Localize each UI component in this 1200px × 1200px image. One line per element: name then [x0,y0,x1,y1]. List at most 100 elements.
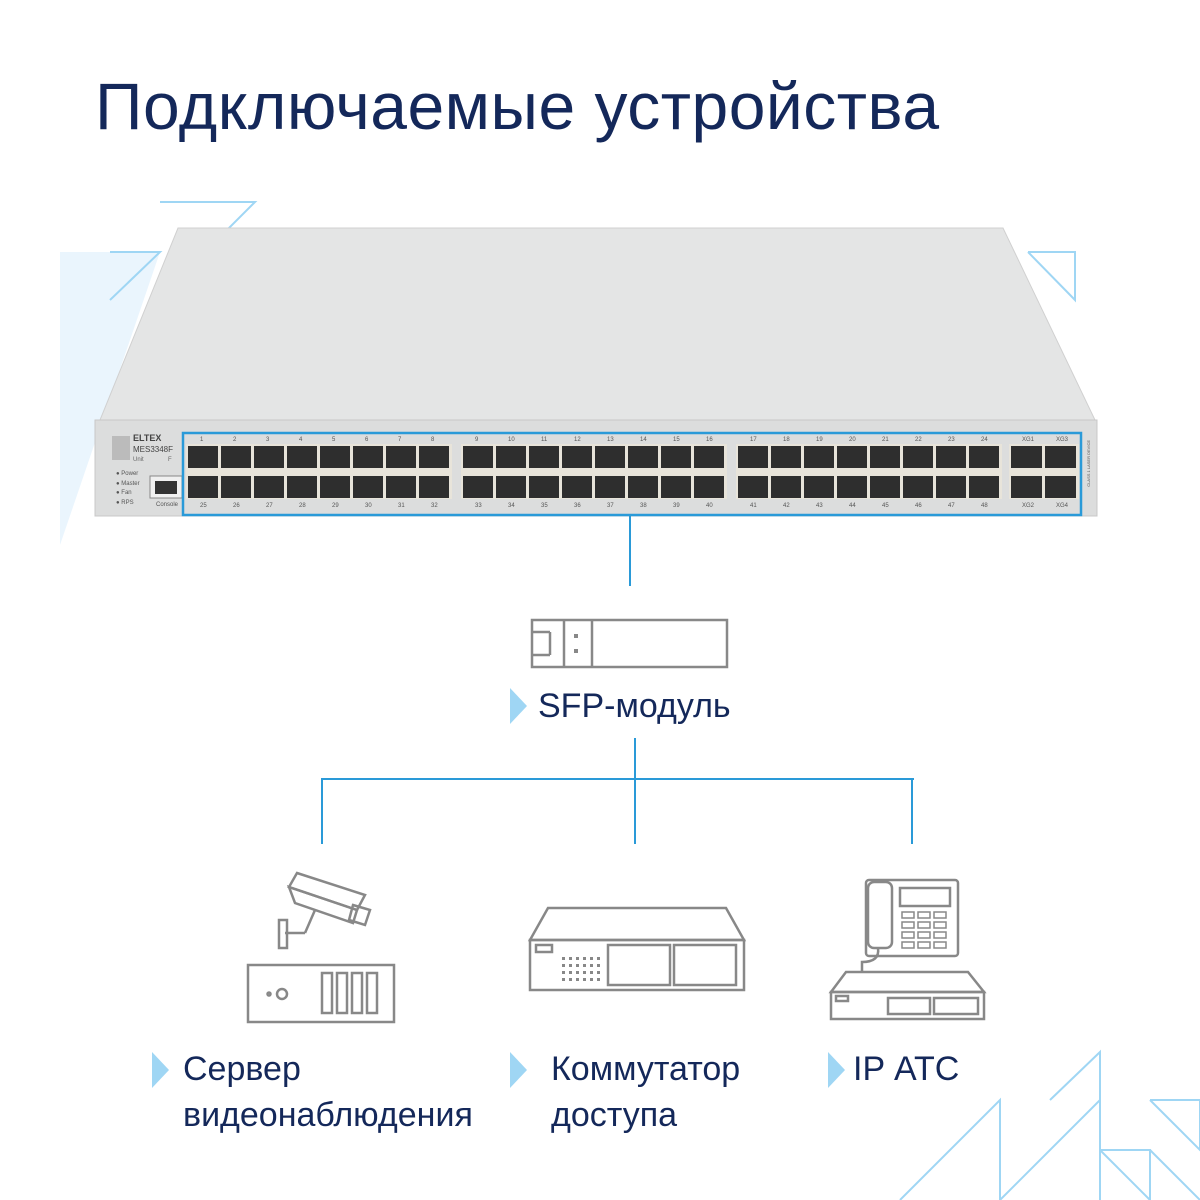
port-number: 38 [640,503,647,509]
sfp-cage [1011,476,1042,498]
tree-trunk-line [634,738,636,844]
port-number: 1 [200,437,204,443]
sfp-cage [694,446,724,468]
port-number: 14 [640,437,647,443]
model-label: MES3348F [133,445,174,454]
sfp-cage [936,476,966,498]
port-number: 19 [816,437,823,443]
port-number: 10 [508,437,515,443]
port-number: 2 [233,437,237,443]
tree-right-line [911,778,913,844]
sfp-cage [738,446,768,468]
sfp-cage [221,446,251,468]
port-number: 13 [607,437,614,443]
sfp-cage [254,446,284,468]
xg-port-number: XG3 [1056,437,1069,443]
sfp-cage [287,476,317,498]
xg-port-number: XG4 [1056,503,1069,509]
port-number: 24 [981,437,988,443]
unit-label: Unit [133,457,144,463]
sfp-cage [320,446,350,468]
sfp-cage [1011,446,1042,468]
port-number: 47 [948,503,955,509]
tree-left-line [321,778,323,844]
port-number: 3 [266,437,270,443]
sfp-cage [595,446,625,468]
sfp-cage [628,446,658,468]
sfp-cage [936,446,966,468]
console-label: Console [156,502,179,508]
sfp-cage [353,446,383,468]
device-label-line: Сервер [183,1050,301,1088]
port-number: 4 [299,437,303,443]
port-number: 12 [574,437,581,443]
port-number: 6 [365,437,369,443]
sfp-cage [903,476,933,498]
tree-branch-line [321,778,914,780]
port-number: 42 [783,503,790,509]
sfp-cage [837,476,867,498]
page-title: Подключаемые устройства [95,69,940,143]
led-master: ● Master [116,480,140,487]
sfp-cage [221,476,251,498]
sfp-cage [628,476,658,498]
port-number: 45 [882,503,889,509]
port-number: 37 [607,503,614,509]
port-number: 17 [750,437,757,443]
port-number: 23 [948,437,955,443]
laser-label: CLASS 1 LASER DEVICE [1086,440,1091,487]
brand-logo: ELTEX [133,433,162,443]
port-number: 41 [750,503,757,509]
port-number: 44 [849,503,856,509]
device-label-video-server: Сервер видеонаблюдения [183,1046,473,1138]
sfp-cage [870,476,900,498]
device-label-line: Коммутатор [551,1050,741,1088]
port-number: 11 [541,437,548,443]
port-number: 27 [266,503,273,509]
camera-server-icon [246,871,396,1024]
sfp-cage [562,446,592,468]
sfp-cage [562,476,592,498]
port-number: 7 [398,437,402,443]
sfp-cage [771,476,801,498]
sfp-cage [694,476,724,498]
sfp-cage [188,476,218,498]
ip-pbx-icon [828,878,987,1021]
port-number: 36 [574,503,581,509]
port-number: 5 [332,437,336,443]
connector-line [629,515,631,586]
led-power: ● Power [116,471,139,477]
sfp-cage [496,446,526,468]
sfp-cage [969,476,999,498]
f-label: F [168,457,172,463]
port-number: 28 [299,503,306,509]
port-number: 16 [706,437,713,443]
sfp-cage [661,446,691,468]
port-number: 33 [475,503,482,509]
arrow-icon [152,1052,169,1088]
port-number: 43 [816,503,823,509]
sfp-cage [419,476,449,498]
port-number: 26 [233,503,240,509]
sfp-cage [595,476,625,498]
arrow-icon [828,1052,845,1088]
sfp-cage [1045,446,1076,468]
sfp-cage [353,476,383,498]
led-list: ● Power ● Master ● Fan ● RPS [116,470,140,508]
sfp-cage [804,476,834,498]
led-rps: ● RPS [116,499,134,506]
port-number: 21 [882,437,889,443]
port-number: 40 [706,503,713,509]
sfp-cage [254,476,284,498]
sfp-cage [386,476,416,498]
port-number: 25 [200,503,207,509]
sfp-label: SFP-модуль [538,687,731,725]
port-number: 48 [981,503,988,509]
device-label-line: доступа [551,1096,678,1134]
port-number: 9 [475,437,479,443]
port-number: 39 [673,503,680,509]
sfp-cage [463,446,493,468]
sfp-cage [386,446,416,468]
sfp-cage [870,446,900,468]
